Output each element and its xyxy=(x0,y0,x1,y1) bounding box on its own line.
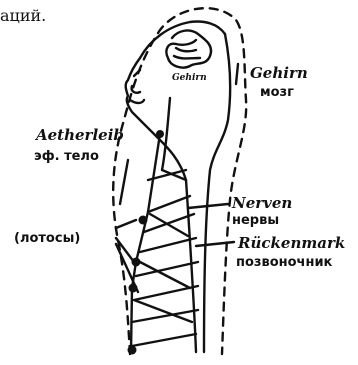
label-aetherleib-ru: эф. тело xyxy=(34,150,99,163)
chakra-dot-5 xyxy=(128,346,137,355)
label-nerven: Nerven xyxy=(232,196,292,211)
chakra-dot-2 xyxy=(139,216,148,225)
chakra-dot-1 xyxy=(156,130,164,138)
face-detail xyxy=(130,70,144,103)
chakra-dot-3 xyxy=(132,258,141,267)
label-gehirn-inner: Gehirn xyxy=(172,74,207,83)
chakra-dot-4 xyxy=(129,284,138,293)
nerve-lines xyxy=(132,170,198,346)
label-lotosy: (лотосы) xyxy=(14,232,80,245)
gehirn-pointer xyxy=(236,64,238,84)
brain-scribble xyxy=(166,31,211,68)
label-gehirn: Gehirn xyxy=(250,66,308,81)
head-back-outline xyxy=(204,34,230,352)
label-gehirn-ru: мозг xyxy=(260,86,294,99)
label-rueckenmark: Rückenmark xyxy=(238,236,345,251)
label-nerven-ru: нервы xyxy=(232,214,279,227)
label-rueckenmark-ru: позвоночник xyxy=(236,256,332,269)
label-aetherleib: Aetherleib xyxy=(36,128,124,143)
header-text-fragment: аций. xyxy=(0,8,46,24)
rueckenmark-pointer xyxy=(196,242,234,246)
aether-body-outline xyxy=(113,8,246,354)
